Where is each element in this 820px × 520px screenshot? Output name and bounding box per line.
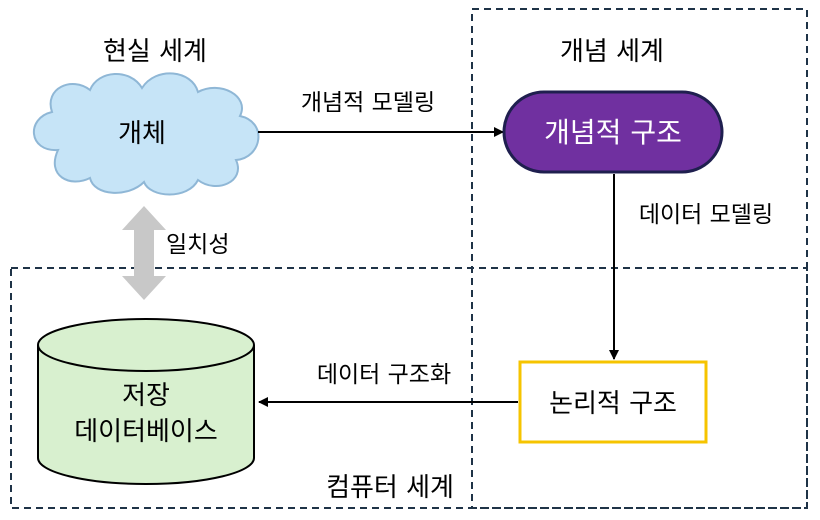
real-world-label: 현실 세계 xyxy=(103,37,207,67)
logical-structure-label: 논리적 구조 xyxy=(549,389,677,419)
cylinder-top xyxy=(37,318,255,372)
computer-world-label: 컴퓨터 세계 xyxy=(326,473,454,503)
conceptual-modeling-label: 개념적 모델링 xyxy=(301,90,435,116)
logical-structure-shape xyxy=(518,360,708,444)
database-cylinder: 저장 데이터베이스 xyxy=(37,318,255,485)
cloud-shape xyxy=(33,72,260,196)
entity-cloud: 개체 xyxy=(33,72,260,196)
conceptual-structure-node: 개념적 구조 xyxy=(502,90,724,174)
data-structuring-label: 데이터 구조화 xyxy=(317,362,451,388)
conceptual-structure-label: 개념적 구조 xyxy=(544,116,682,149)
database-label-line1: 저장 xyxy=(122,381,170,411)
data-modeling-label: 데이터 모델링 xyxy=(639,202,773,228)
concept-world-label: 개념 세계 xyxy=(560,37,664,67)
computer-world-region xyxy=(10,267,808,509)
conceptual-structure-shape xyxy=(502,90,724,174)
cylinder-body xyxy=(37,345,255,485)
entity-label: 개체 xyxy=(118,119,166,149)
consistency-arrow xyxy=(122,206,166,300)
database-label-line2: 데이터베이스 xyxy=(74,417,218,447)
consistency-label: 일치성 xyxy=(166,232,229,258)
logical-structure-node: 논리적 구조 xyxy=(518,360,708,444)
